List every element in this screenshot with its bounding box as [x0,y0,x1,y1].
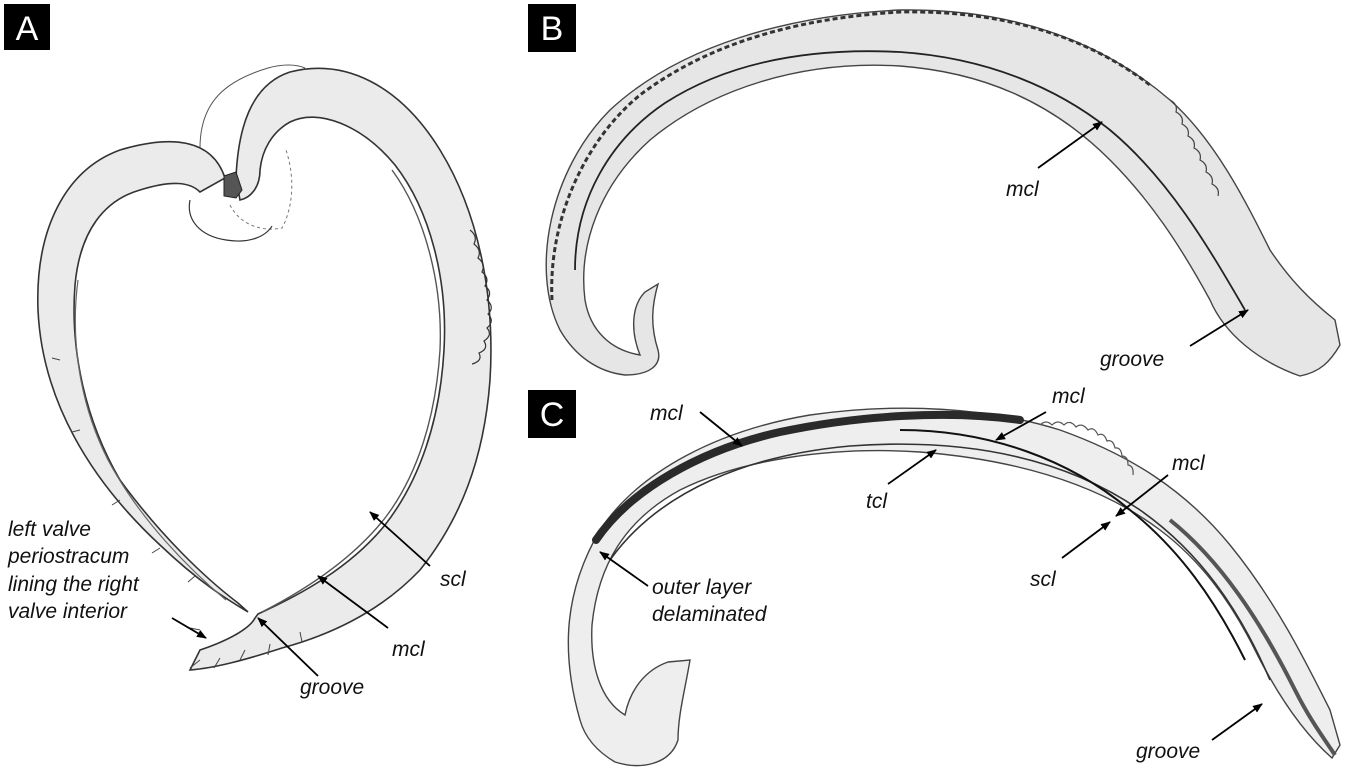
panel-c-arrow-outer [600,552,648,586]
panel-a-label-scl: scl [440,568,467,591]
panel-c-label-scl: scl [1030,568,1057,591]
panel-c-letter: C [540,396,565,434]
panel-a-label-groove: groove [300,676,364,699]
panel-a-label-left-valve-4: valve interior [8,600,128,623]
panel-a-letter: A [16,10,39,48]
panel-b-label-mcl: mcl [1006,178,1040,201]
panel-b-label-groove: groove [1100,348,1164,371]
panel-a-left-valve [38,142,248,612]
panel-c-arrow-tcl [888,450,936,484]
panel-a-label-left-valve-3: lining the right [8,573,140,596]
panel-a-label-left-valve-2: periostracum [7,545,129,568]
panel-c-label-outer-2: delaminated [652,603,768,626]
panel-b-shell-section [546,10,1340,376]
panel-c-tcl-line [610,444,1270,680]
panel-a-arrow-left-valve [172,618,206,638]
panel-c: C mcl mcl tcl mcl scl outer layer delami… [528,385,1340,766]
panel-c-label-mcl-top: mcl [1052,385,1086,408]
panel-c-label-mcl-left: mcl [650,402,684,425]
panel-a-label-mcl: mcl [392,638,426,661]
panel-b-arrow-mcl [1038,122,1102,168]
panel-c-label-outer-1: outer layer [652,576,752,599]
panel-a-label-left-valve-1: left valve [8,518,91,541]
panel-c-arrow-groove [1212,704,1262,740]
panel-c-label-groove: groove [1136,740,1200,763]
panel-c-label-tcl: tcl [866,490,888,513]
panel-b-letter: B [541,10,564,48]
panel-b: B mcl groove [528,4,1340,376]
panel-c-label-mcl-right: mcl [1172,452,1206,475]
panel-c-arrow-scl [1062,522,1110,558]
panel-a: A [4,4,491,699]
